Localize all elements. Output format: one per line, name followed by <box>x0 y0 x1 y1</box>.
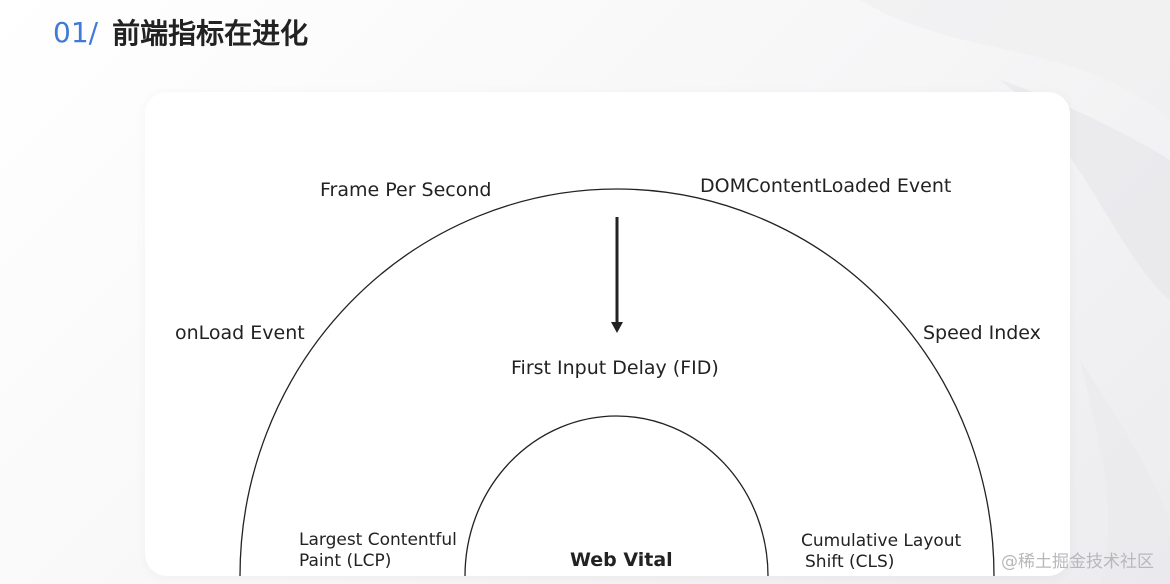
watermark: @稀土掘金技术社区 <box>1001 552 1154 572</box>
label-dom-content-loaded: DOMContentLoaded Event <box>700 175 952 197</box>
section-header: 01/ 前端指标在进化 <box>53 12 308 52</box>
outer-arc <box>239 188 995 577</box>
inner-arc <box>464 415 769 577</box>
section-number: 01/ <box>53 15 99 49</box>
label-lcp-line2: Paint (LCP) <box>299 551 392 571</box>
label-web-vital: Web Vital <box>570 549 673 571</box>
label-cls-line1: Cumulative Layout <box>801 531 962 551</box>
label-lcp-line1: Largest Contentful <box>299 530 457 550</box>
label-speed-index: Speed Index <box>923 322 1041 344</box>
label-onload-event: onLoad Event <box>175 322 305 344</box>
diagram-card <box>145 92 1070 576</box>
label-first-input-delay: First Input Delay (FID) <box>511 357 719 379</box>
section-title: 前端指标在进化 <box>112 17 309 50</box>
down-arrow-head <box>611 322 623 333</box>
label-frame-per-second: Frame Per Second <box>320 179 492 201</box>
label-cls-line2: Shift (CLS) <box>805 552 895 572</box>
